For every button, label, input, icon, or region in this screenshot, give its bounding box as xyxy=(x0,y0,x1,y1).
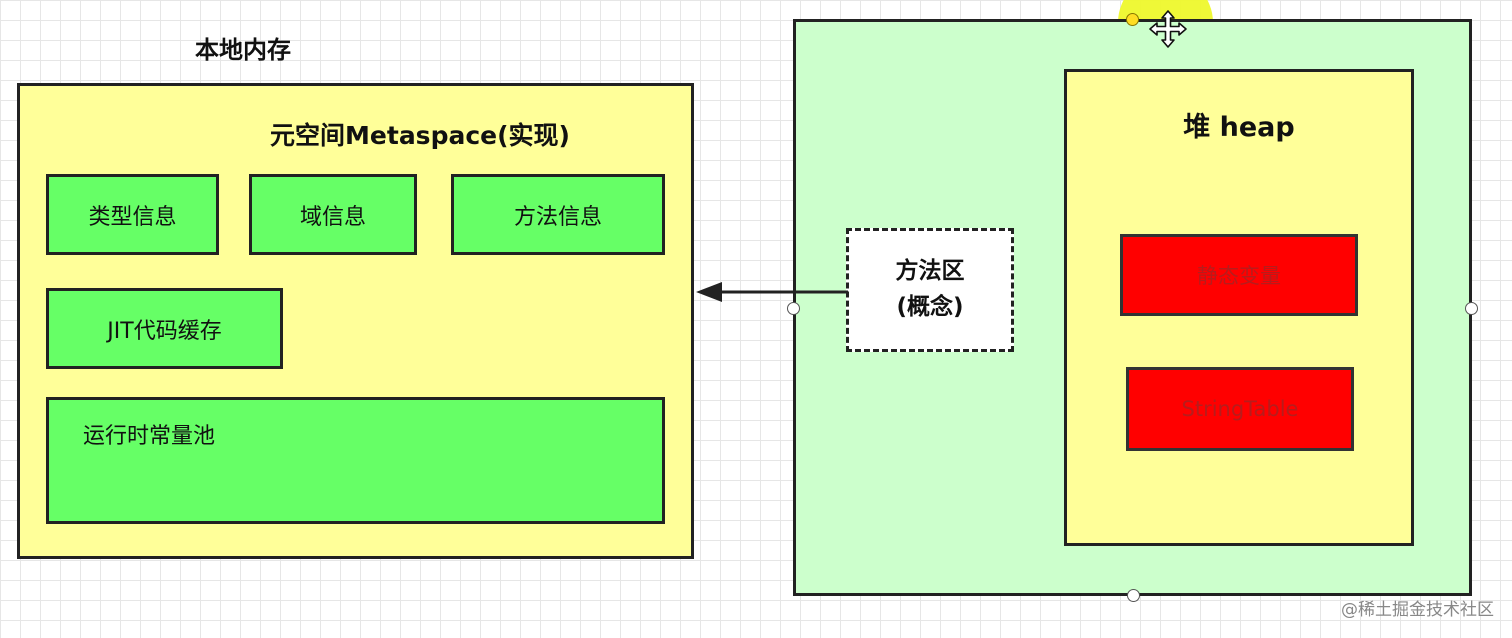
static-variables-label: 静态变量 xyxy=(1197,264,1281,288)
watermark-text: @稀土掘金技术社区 xyxy=(1341,600,1494,620)
heap-title: 堆 heap xyxy=(1183,112,1295,143)
runtime-constant-pool-label: 运行时常量池 xyxy=(83,424,216,449)
native-memory-label: 本地内存 xyxy=(195,36,291,64)
arrowhead-icon xyxy=(696,282,722,302)
metaspace-title: 元空间Metaspace(实现) xyxy=(270,121,570,150)
string-table-label: StringTable xyxy=(1181,397,1299,421)
type-info-box[interactable]: 类型信息 xyxy=(46,174,219,255)
field-info-box[interactable]: 域信息 xyxy=(249,174,417,255)
method-area-label: 方法区 xyxy=(895,258,965,285)
method-info-box[interactable]: 方法信息 xyxy=(451,174,665,255)
selection-handle-left[interactable] xyxy=(787,302,800,315)
jit-cache-box[interactable]: JIT代码缓存 xyxy=(46,288,283,369)
method-info-label: 方法信息 xyxy=(513,204,602,230)
type-info-label: 类型信息 xyxy=(88,204,177,230)
jit-cache-label: JIT代码缓存 xyxy=(107,318,222,344)
method-area-sublabel: (概念) xyxy=(896,294,964,320)
implementation-arrow xyxy=(696,282,848,302)
runtime-constant-pool-box[interactable]: 运行时常量池 xyxy=(46,397,665,524)
move-cursor-icon xyxy=(1149,10,1187,48)
selection-handle-top[interactable] xyxy=(1126,13,1139,26)
selection-handle-bottom[interactable] xyxy=(1127,589,1140,602)
selection-handle-right[interactable] xyxy=(1465,302,1478,315)
static-variables-box[interactable]: 静态变量 xyxy=(1120,234,1358,316)
method-area-concept-box[interactable]: 方法区 (概念) xyxy=(846,228,1014,352)
field-info-label: 域信息 xyxy=(299,204,366,230)
string-table-box[interactable]: StringTable xyxy=(1126,367,1354,451)
